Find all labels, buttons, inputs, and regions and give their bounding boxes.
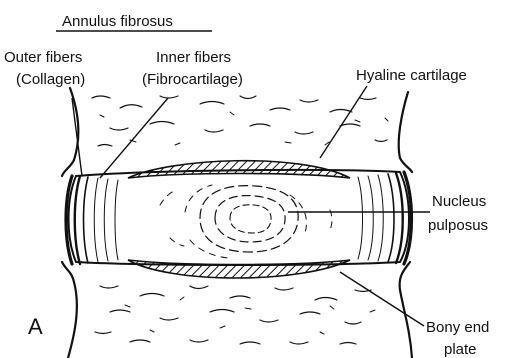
label-pulposus: pulposus bbox=[428, 217, 488, 234]
nucleus-pulposus bbox=[160, 185, 332, 258]
leader-bony-end-plate bbox=[340, 272, 424, 326]
outer-fibers-right bbox=[388, 172, 412, 264]
inner-fibers-left bbox=[94, 178, 118, 262]
hyaline-cartilage-lower bbox=[128, 260, 350, 278]
label-collagen: (Collagen) bbox=[16, 71, 85, 88]
label-inner-fibers: Inner fibers bbox=[156, 49, 231, 66]
hyaline-cartilage-upper bbox=[128, 161, 350, 178]
label-plate: plate bbox=[444, 341, 477, 358]
panel-letter: A bbox=[28, 314, 43, 339]
label-bony-end: Bony end bbox=[426, 319, 489, 336]
intervertebral-disc bbox=[66, 170, 412, 265]
label-fibrocartilage: (Fibrocartilage) bbox=[142, 71, 243, 88]
inner-fibers-right bbox=[358, 175, 383, 261]
label-nucleus: Nucleus bbox=[432, 193, 486, 210]
label-outer-fibers: Outer fibers bbox=[4, 49, 82, 66]
label-hyaline-cartilage: Hyaline cartilage bbox=[356, 67, 467, 84]
label-annulus-fibrosus: Annulus fibrosus bbox=[62, 13, 173, 30]
leader-inner-fibers bbox=[100, 98, 168, 178]
